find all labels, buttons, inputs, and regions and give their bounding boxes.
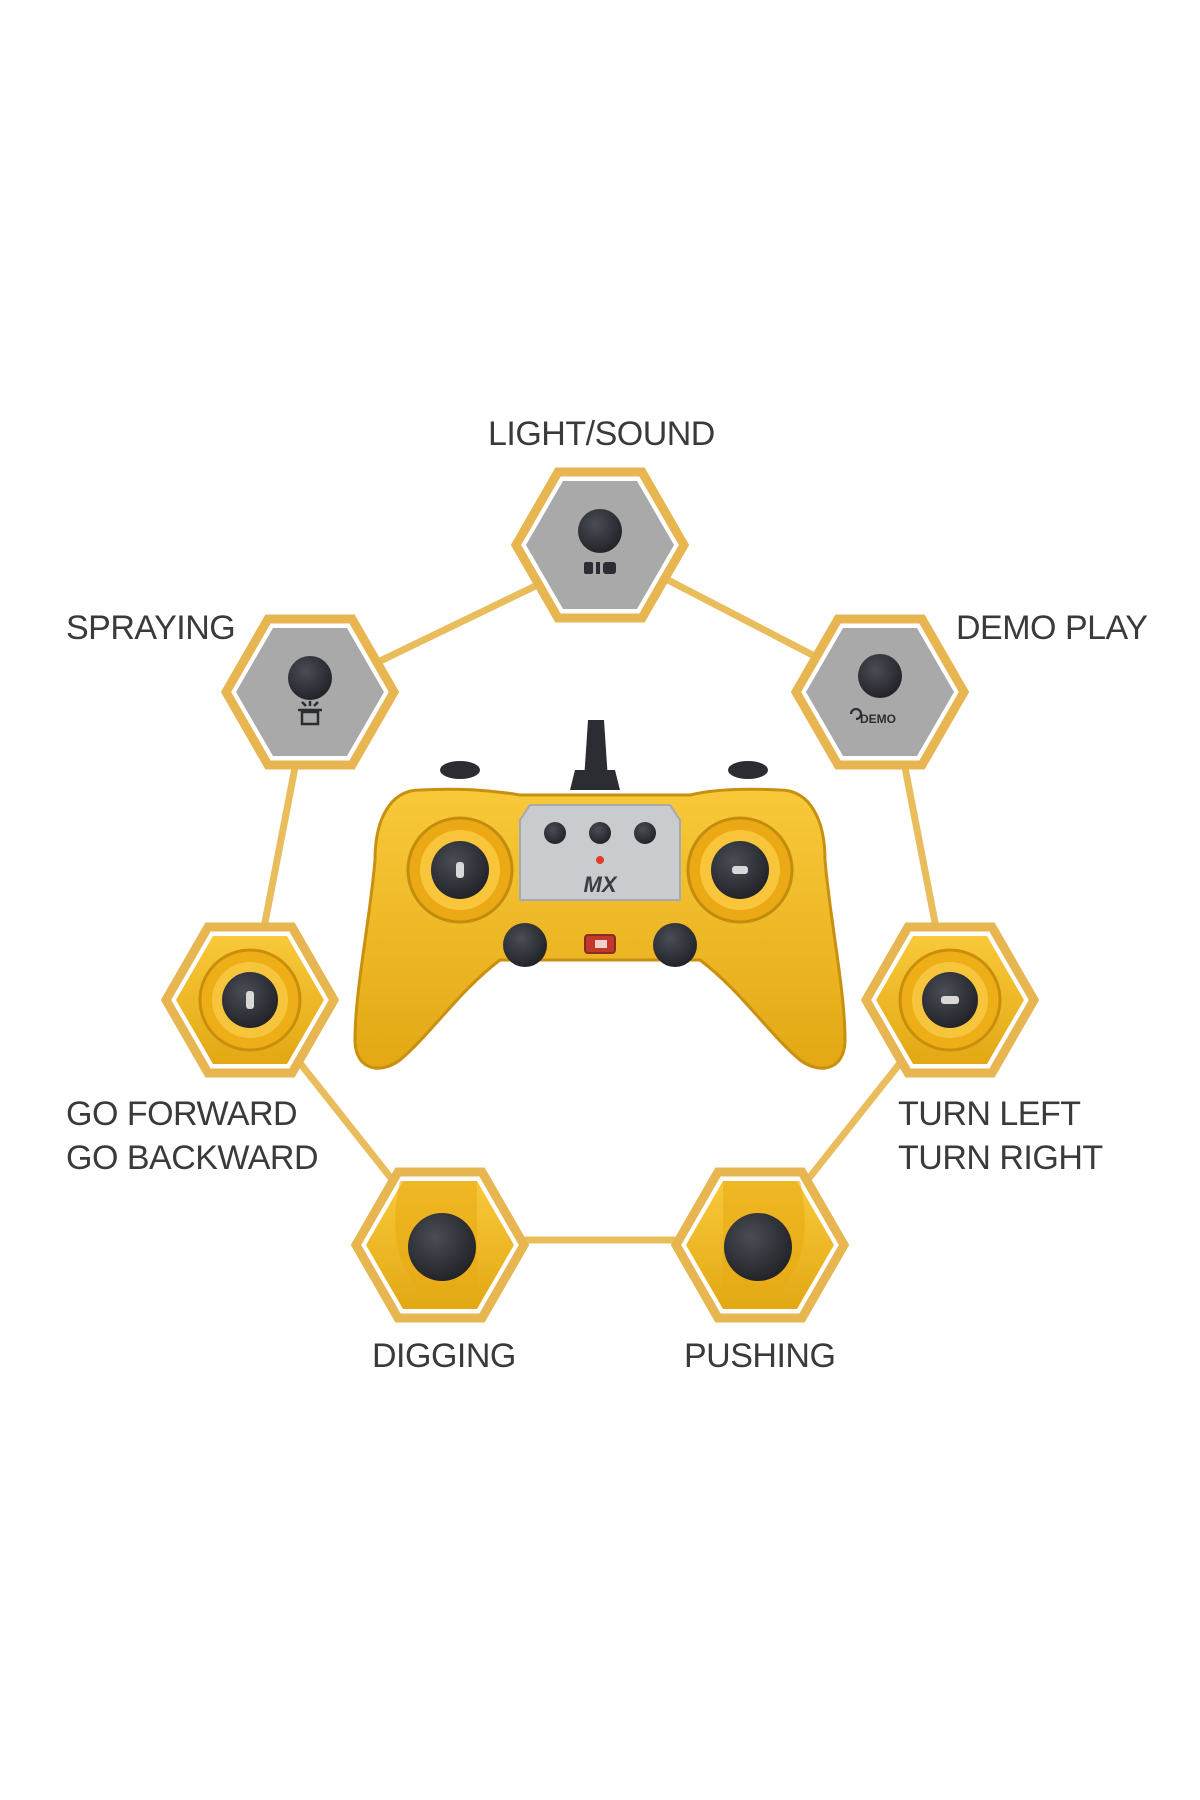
forward-backward-hexagon xyxy=(160,922,340,1078)
controller-digging-button[interactable] xyxy=(503,923,547,967)
power-led xyxy=(596,856,604,864)
label-demo-play: DEMO PLAY xyxy=(956,609,1148,647)
light-sound-button[interactable] xyxy=(578,509,622,553)
left-shoulder-button[interactable] xyxy=(440,761,480,779)
vertical-arrows-icon xyxy=(246,991,254,1009)
stick-horizontal-marker xyxy=(732,866,748,874)
label-light-sound: LIGHT/SOUND xyxy=(488,415,715,453)
horizontal-arrows-icon xyxy=(941,996,959,1004)
antenna xyxy=(584,720,608,780)
demo-play-button[interactable] xyxy=(858,654,902,698)
label-forward-backward: GO FORWARD GO BACKWARD xyxy=(66,1095,319,1177)
label-spraying: SPRAYING xyxy=(66,609,236,647)
spraying-button[interactable] xyxy=(288,656,332,700)
turn-left-right-hexagon xyxy=(860,922,1040,1078)
demo-play-hexagon: DEMO xyxy=(790,614,970,770)
stick-vertical-marker xyxy=(456,862,464,878)
label-pushing: PUSHING xyxy=(684,1337,836,1375)
panel-button-spray[interactable] xyxy=(544,822,566,844)
controller-pushing-button[interactable] xyxy=(653,923,697,967)
controller-brand: MX xyxy=(584,872,618,897)
digging-hexagon xyxy=(350,1167,530,1323)
digging-button[interactable] xyxy=(408,1213,476,1281)
spray-icon xyxy=(298,701,322,726)
demo-button-text: DEMO xyxy=(860,712,896,726)
pushing-button[interactable] xyxy=(724,1213,792,1281)
right-shoulder-button[interactable] xyxy=(728,761,768,779)
refresh-icon xyxy=(849,707,863,721)
label-turn-left-right: TURN LEFT TURN RIGHT xyxy=(898,1095,1103,1177)
pushing-hexagon xyxy=(670,1167,850,1323)
light-sound-hexagon xyxy=(510,467,690,623)
label-digging: DIGGING xyxy=(372,1337,516,1375)
light-sound-icon xyxy=(584,562,616,574)
remote-controller: MX xyxy=(353,720,847,1070)
spraying-hexagon xyxy=(220,614,400,770)
panel-button-light-sound[interactable] xyxy=(589,822,611,844)
panel-button-demo[interactable] xyxy=(634,822,656,844)
